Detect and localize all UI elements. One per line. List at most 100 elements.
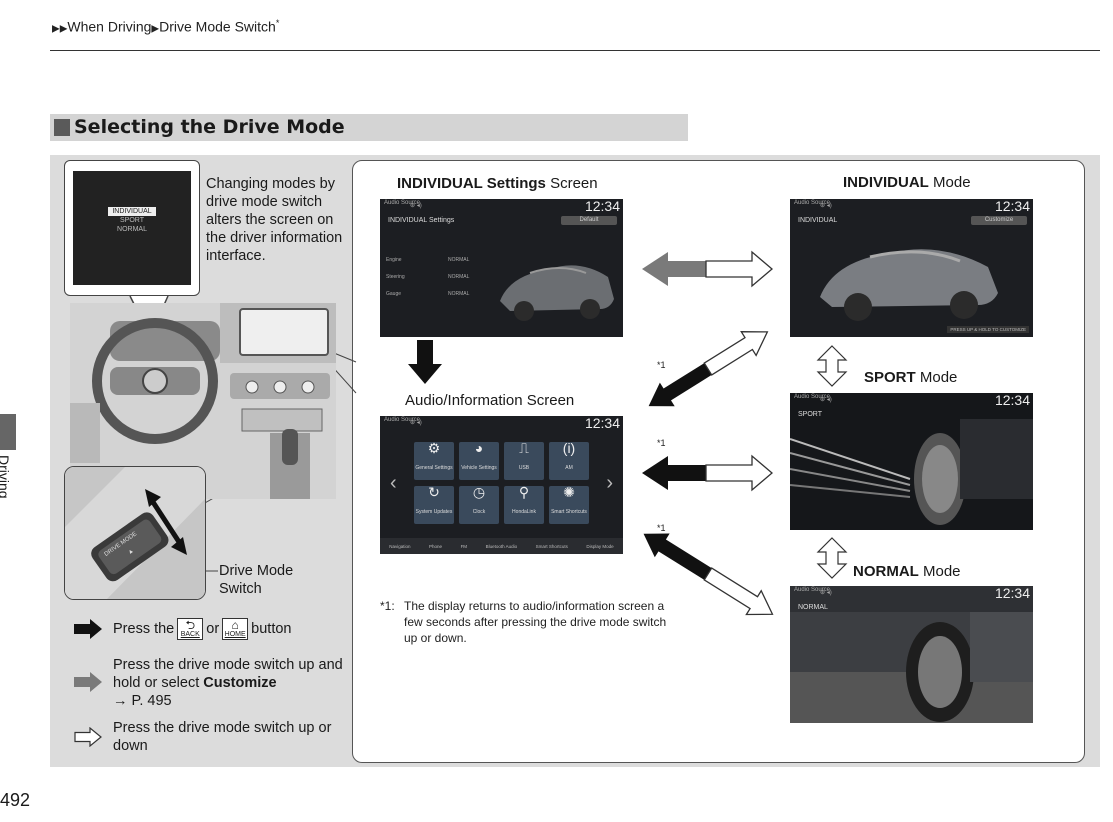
- dock-bar: Navigation Phone FM Bluetooth Audio Smar…: [380, 538, 623, 554]
- footnote-marker: *1: [657, 438, 666, 448]
- white-double-arrow-icon: [816, 345, 848, 387]
- black-arrow-icon: [74, 619, 102, 639]
- settings-row: Engine NORMAL: [386, 257, 469, 274]
- dock-item: Display Mode: [586, 543, 614, 549]
- clock: 12:34: [584, 199, 620, 214]
- audio-source: Audio Source: [794, 394, 831, 400]
- screen-name: NORMAL: [798, 604, 828, 611]
- app-label: Smart Shortcuts: [551, 509, 587, 515]
- callout-text: Changing modes by drive mode switch alte…: [206, 176, 343, 264]
- footnote: *1: The display returns to audio/informa…: [380, 598, 670, 646]
- white-arrow-right-icon: [705, 454, 774, 492]
- white-arrow-diag-icon: [703, 331, 769, 376]
- individual-settings-screen: Audio Source ⊛ ◂) 12:34 INDIVIDUAL Setti…: [380, 199, 623, 337]
- audio-source: Audio Source: [384, 417, 421, 423]
- app-label: AM: [565, 465, 573, 471]
- legend-or: or: [206, 621, 220, 637]
- audio-source: Audio Source: [384, 200, 421, 206]
- screen-name: INDIVIDUAL: [798, 217, 838, 224]
- title-rest: Mode: [915, 369, 958, 386]
- legend-press-the: Press the: [113, 621, 175, 637]
- row-label: Engine: [386, 257, 402, 263]
- row-label: Steering: [386, 274, 405, 280]
- mode-list: INDIVIDUAL SPORT NORMAL: [73, 207, 191, 234]
- refresh-icon: ↻: [428, 484, 440, 500]
- section-title-text: Selecting the Drive Mode: [74, 116, 345, 138]
- default-button: Default: [561, 216, 617, 225]
- sport-mode-title: SPORT Mode: [864, 369, 957, 386]
- legend-white-arrow: Press the drive mode switch up or down: [74, 719, 344, 755]
- breadcrumb-item: When Driving: [67, 18, 152, 35]
- app-label: Vehicle Settings: [461, 465, 497, 471]
- svg-text:▲: ▲: [127, 548, 135, 556]
- title-rest: Screen: [545, 175, 598, 192]
- clock: 12:34: [994, 393, 1030, 408]
- footnote-marker: *1: [657, 523, 666, 533]
- white-arrow-right-icon: [705, 250, 774, 288]
- app-label: General Settings: [415, 465, 453, 471]
- row-value: NORMAL: [448, 274, 470, 280]
- clock: 12:34: [994, 586, 1030, 601]
- header-rule: [50, 50, 1100, 51]
- individual-mode-title: INDIVIDUAL Mode: [843, 174, 971, 191]
- chevron-right-icon: ›: [606, 472, 613, 494]
- white-arrow-diag-icon: [703, 567, 774, 616]
- breadcrumb-item: Drive Mode Switch: [159, 18, 276, 35]
- app-tile: ✺Smart Shortcuts: [549, 485, 589, 524]
- app-label: Clock: [472, 509, 486, 515]
- legend-hold-text: Press the drive mode switch up and hold …: [113, 657, 343, 691]
- audio-source: Audio Source: [794, 200, 831, 206]
- switch-label-line: Drive Mode: [219, 563, 294, 579]
- status-bar: Audio Source ⊛ ◂) 12:34: [380, 199, 623, 214]
- driver-interface-callout: INDIVIDUAL SPORT NORMAL: [64, 160, 200, 296]
- status-icons: ⊛ ◂): [820, 590, 832, 596]
- normal-mode-screen: Audio Source ⊛ ◂) 12:34 NORMAL: [790, 586, 1033, 723]
- sport-mode-screen: Audio Source ⊛ ◂) 12:34 SPORT: [790, 393, 1033, 530]
- title-bold: INDIVIDUAL Settings: [397, 175, 546, 192]
- dock-item: Smart Shortcuts: [535, 543, 568, 549]
- app-tile: ⚲ HondaLink: [504, 484, 544, 524]
- legend-updown-text: Press the drive mode switch up or down: [113, 720, 332, 754]
- row-label: Gauge: [386, 291, 402, 297]
- title-bold: NORMAL: [853, 563, 919, 580]
- drive-mode-switch-inset: DRIVE MODE ▲: [64, 466, 206, 600]
- section-square-icon: [54, 119, 70, 136]
- black-arrow-diag-icon: [643, 533, 712, 580]
- legend-page-ref: → P. 495: [113, 693, 172, 709]
- status-bar: Audio Source ⊛ ◂) 12:34: [380, 416, 623, 431]
- clock: 12:34: [994, 199, 1030, 214]
- link-icon: ⚲: [518, 484, 530, 500]
- app-tile: ⚙General Settings: [414, 441, 454, 480]
- dock-item: Bluetooth Audio: [485, 543, 518, 549]
- status-icons: ⊛ ◂): [820, 397, 832, 403]
- status-icons: ⊛ ◂): [410, 420, 422, 426]
- mode-item: SPORT: [120, 217, 144, 224]
- app-tile: ↻ System Updates: [414, 484, 454, 524]
- back-button-caption: BACK: [180, 631, 200, 638]
- customize-button: Customize: [971, 216, 1027, 225]
- status-bar: Audio Source ⊛ ◂) 12:34: [790, 586, 1033, 601]
- footnote-number: *1:: [380, 599, 395, 613]
- audio-info-title: Audio/Information Screen: [405, 392, 575, 409]
- app-label: HondaLink: [512, 509, 536, 515]
- audio-info-screen: Audio Source ⊛ ◂) 12:34 ‹ › ⚙General Set…: [380, 416, 623, 554]
- app-tile: ⎍USB: [504, 441, 544, 480]
- driver-interface-screen: INDIVIDUAL SPORT NORMAL: [73, 171, 191, 285]
- normal-wheel-image: [790, 612, 1033, 723]
- home-button-caption: HOME: [224, 631, 246, 638]
- section-title: Selecting the Drive Mode: [50, 114, 688, 141]
- normal-mode-title: NORMAL Mode: [853, 563, 961, 580]
- mode-item-selected: INDIVIDUAL: [108, 207, 156, 216]
- title-bold: SPORT: [864, 369, 916, 386]
- grey-arrow-left-icon: [642, 252, 706, 286]
- status-bar: Audio Source ⊛ ◂) 12:34: [790, 393, 1033, 408]
- chevron-left-icon: ‹: [390, 472, 397, 494]
- app-label: System Updates: [415, 509, 453, 515]
- row-value: NORMAL: [448, 257, 470, 263]
- black-arrow-diag-icon: [648, 363, 712, 407]
- screen-name: SPORT: [798, 411, 822, 418]
- settings-row: Steering NORMAL: [386, 274, 469, 291]
- legend-customize: Customize: [203, 675, 277, 691]
- car-image: [500, 265, 614, 321]
